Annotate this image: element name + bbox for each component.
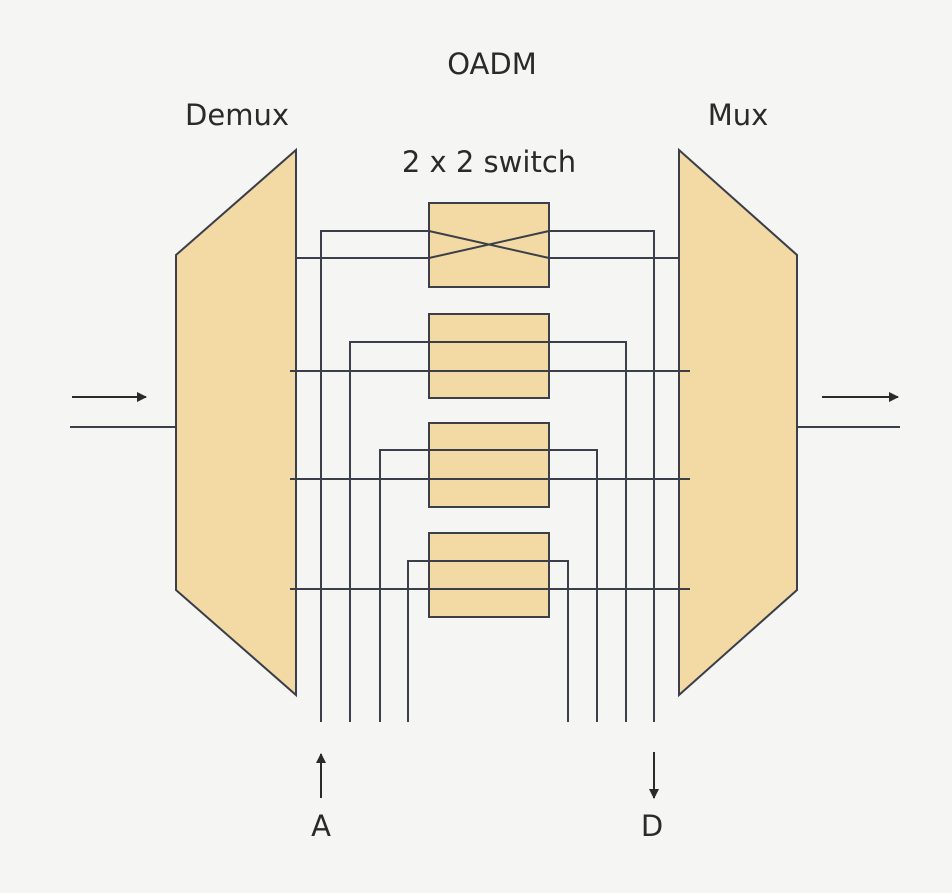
add-label: A (311, 809, 331, 843)
add-path-1 (320, 230, 429, 722)
switch-box-2 (428, 313, 550, 399)
diagram-title: OADM (447, 47, 537, 81)
add-drop-path-2 (349, 341, 627, 722)
mux-label: Mux (708, 98, 769, 132)
switch-1-cross-b (428, 230, 550, 259)
demux-block (175, 147, 297, 698)
drop-path-1 (549, 230, 655, 722)
add-drop-path-4 (407, 560, 569, 722)
fiber-paths (290, 230, 690, 722)
demux-label: Demux (185, 98, 289, 132)
switch-label: 2 x 2 switch (402, 145, 576, 179)
mux-block (678, 147, 798, 698)
add-drop-path-3 (379, 449, 598, 722)
drop-label: D (641, 809, 663, 843)
switch-box-3 (428, 422, 550, 508)
switch-box-4 (428, 532, 550, 618)
